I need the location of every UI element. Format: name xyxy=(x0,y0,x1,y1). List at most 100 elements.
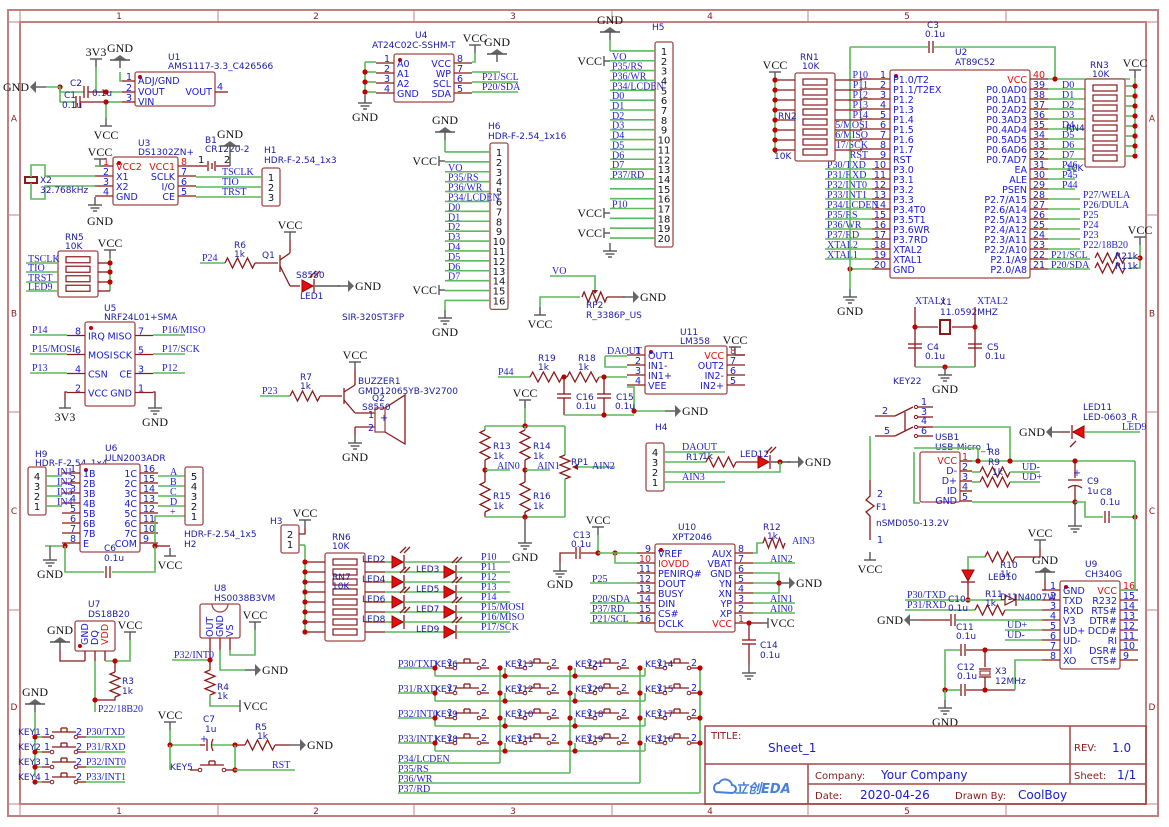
switch-contact xyxy=(546,740,552,746)
ic-pin-name: GND xyxy=(215,615,226,637)
r18-val: 1k xyxy=(578,363,590,373)
ic-pin-name: RST xyxy=(893,155,912,166)
ic-pin-number: 33 xyxy=(1033,140,1045,151)
key-ref: KEY6 xyxy=(435,660,458,670)
pin-number: 2 xyxy=(76,757,82,768)
ground-symbol: GND xyxy=(484,35,510,62)
c4-val: 0.1u xyxy=(925,352,945,362)
net-label: AIN1 xyxy=(770,594,793,605)
ground-label: GND xyxy=(107,41,133,55)
header-pin-number: 3 xyxy=(661,67,667,78)
push-button xyxy=(445,733,489,746)
pin-number: 2 xyxy=(691,683,697,694)
wire xyxy=(279,252,291,261)
ground-symbol: GND xyxy=(342,435,368,464)
switch-contact xyxy=(476,665,482,671)
ic-pin-number: 26 xyxy=(1033,210,1045,221)
ic-pin-name: OUT2 xyxy=(698,361,724,372)
led-arrow xyxy=(455,596,463,604)
net-label: P35/RS xyxy=(448,173,479,184)
resistor-zigzag xyxy=(762,536,786,550)
push-button xyxy=(42,757,86,770)
junction-dot xyxy=(497,740,503,746)
resistor-zigzag xyxy=(1094,251,1126,265)
ground-arrow xyxy=(53,637,67,642)
ic-pin-number: 4 xyxy=(1050,611,1056,622)
vcc-symbol: VCC xyxy=(763,58,787,80)
led-diode xyxy=(443,576,463,599)
net-label: TIO xyxy=(28,263,45,274)
led-triangle xyxy=(391,595,405,609)
zone-col-label: 4 xyxy=(707,807,713,817)
r10-val: 1k xyxy=(1000,570,1012,580)
c5-ref: C5 xyxy=(987,343,999,353)
q1-part: S8550 xyxy=(296,271,325,281)
pin-number: 1 xyxy=(44,742,50,753)
vcc-symbol: VCC xyxy=(723,333,747,355)
key-ref: KEY10 xyxy=(505,710,534,720)
ic-pin-name: GND xyxy=(80,623,91,645)
ic-pin-name: 2B xyxy=(83,479,96,490)
logo-text: 立创EDA xyxy=(735,781,791,797)
net-label: D6 xyxy=(1062,140,1074,151)
ic-body xyxy=(644,345,728,395)
ground-symbol: GND xyxy=(3,80,46,94)
vcc-symbol: VCC xyxy=(158,708,182,730)
ground-symbol xyxy=(553,563,567,578)
switch-contact xyxy=(452,740,458,746)
wire xyxy=(1014,659,1042,690)
ground-arrow xyxy=(348,280,354,292)
u8-dome xyxy=(211,603,229,613)
ic-pin-number: 8 xyxy=(70,534,76,545)
c10-ref: C10 xyxy=(948,595,966,605)
r3-ref: R3 xyxy=(122,677,134,687)
ic-pin-number: 6 xyxy=(730,366,736,377)
pin-number: 2 xyxy=(691,733,697,744)
net-label: P34/LCDEN xyxy=(398,754,450,765)
resistor-element xyxy=(65,275,91,283)
c8-ref: C8 xyxy=(1100,488,1112,498)
header-pin-number: 17 xyxy=(658,205,671,216)
vcc-label: VCC xyxy=(118,618,143,632)
ground-symbol: GND xyxy=(932,700,958,729)
capacitor xyxy=(557,393,571,399)
push-button xyxy=(655,658,699,671)
ground-symbol: GND xyxy=(290,738,333,752)
sheet-value: 1/1 xyxy=(1117,768,1136,782)
c9-val: 1u xyxy=(1087,487,1098,497)
ic-pin-name: IRQ xyxy=(88,332,105,343)
junction-dot xyxy=(362,89,368,95)
switch-contact xyxy=(476,690,482,696)
ic-pin-name: VCC xyxy=(704,351,724,362)
ic-pin-number: 14 xyxy=(639,594,651,605)
rn6-rn7-body xyxy=(324,552,366,642)
net-label: P13 xyxy=(32,363,48,374)
ground-label: GND xyxy=(217,127,243,141)
ic-pin-number: 12 xyxy=(639,574,651,585)
ground-symbol xyxy=(603,243,617,258)
ic-pin-number: 2 xyxy=(635,356,641,367)
junction-dot xyxy=(912,324,918,330)
net-label: P14 xyxy=(852,110,868,121)
ic-pin-number: 5 xyxy=(70,504,76,515)
h5-header: H51234567891011121314151617181920GNDVOP3… xyxy=(577,13,674,258)
header-pin-number: 1 xyxy=(652,478,658,489)
ic-pin-number: 3 xyxy=(1050,601,1056,612)
ic-pin-name: XP xyxy=(720,609,733,620)
cap-polarity: + xyxy=(1073,468,1081,479)
date-label: Date: xyxy=(815,791,842,802)
date-value: 2020-04-26 xyxy=(860,788,930,802)
junction-dot xyxy=(302,569,308,575)
ic-pin-number: 36 xyxy=(1033,110,1045,121)
switch-contact xyxy=(476,715,482,721)
resistor-element xyxy=(802,98,828,106)
header-pin-number: 2 xyxy=(268,183,274,194)
led-triangle xyxy=(391,615,405,629)
h4-ref: H4 xyxy=(655,423,668,433)
key-ref: KEY15 xyxy=(645,685,674,695)
r6-val: 1k xyxy=(234,250,246,260)
ground-arrow xyxy=(490,49,504,54)
